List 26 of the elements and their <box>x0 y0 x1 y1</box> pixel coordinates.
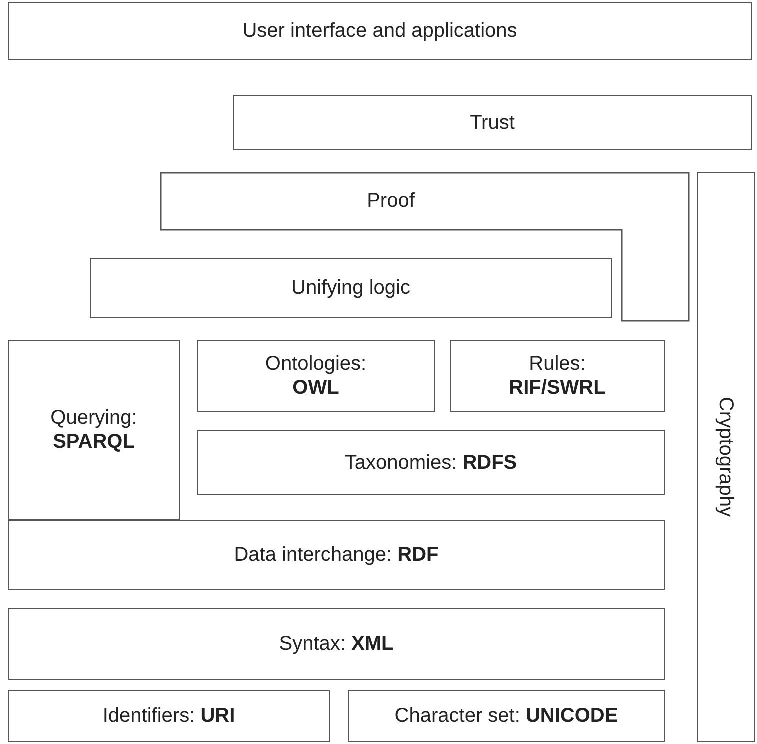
layer-label: Querying: SPARQL <box>50 406 138 454</box>
layer-box <box>197 340 435 412</box>
layer-box <box>233 95 752 150</box>
layer-box <box>197 430 665 495</box>
layer-label: Data interchange: RDF <box>234 543 439 567</box>
layer-label: Ontologies: OWL <box>264 352 368 400</box>
layer-label: Trust <box>470 110 515 134</box>
layer-label: Identifiers: URI <box>102 704 236 728</box>
layer-box <box>348 690 665 742</box>
layer-label: User interface and applications <box>242 19 518 43</box>
layer-label: Syntax: XML <box>279 632 394 656</box>
layer-box <box>8 690 330 742</box>
layer-label: Unifying logic <box>292 276 410 300</box>
layer-box <box>450 340 665 412</box>
vertical-layer-box <box>697 172 755 742</box>
layer-box <box>8 608 665 680</box>
layer-label: Cryptography <box>714 396 738 518</box>
layer-box <box>8 520 665 590</box>
layer-label: Proof <box>367 189 415 213</box>
layer-shape <box>160 172 690 322</box>
layer-label: Taxonomies: RDFS <box>344 450 518 474</box>
layer-label: Rules: RIF/SWRL <box>508 352 607 400</box>
layer-box <box>8 340 180 520</box>
layer-box <box>8 2 752 60</box>
layer-box <box>90 258 612 318</box>
layer-label: Character set: UNICODE <box>394 704 618 728</box>
